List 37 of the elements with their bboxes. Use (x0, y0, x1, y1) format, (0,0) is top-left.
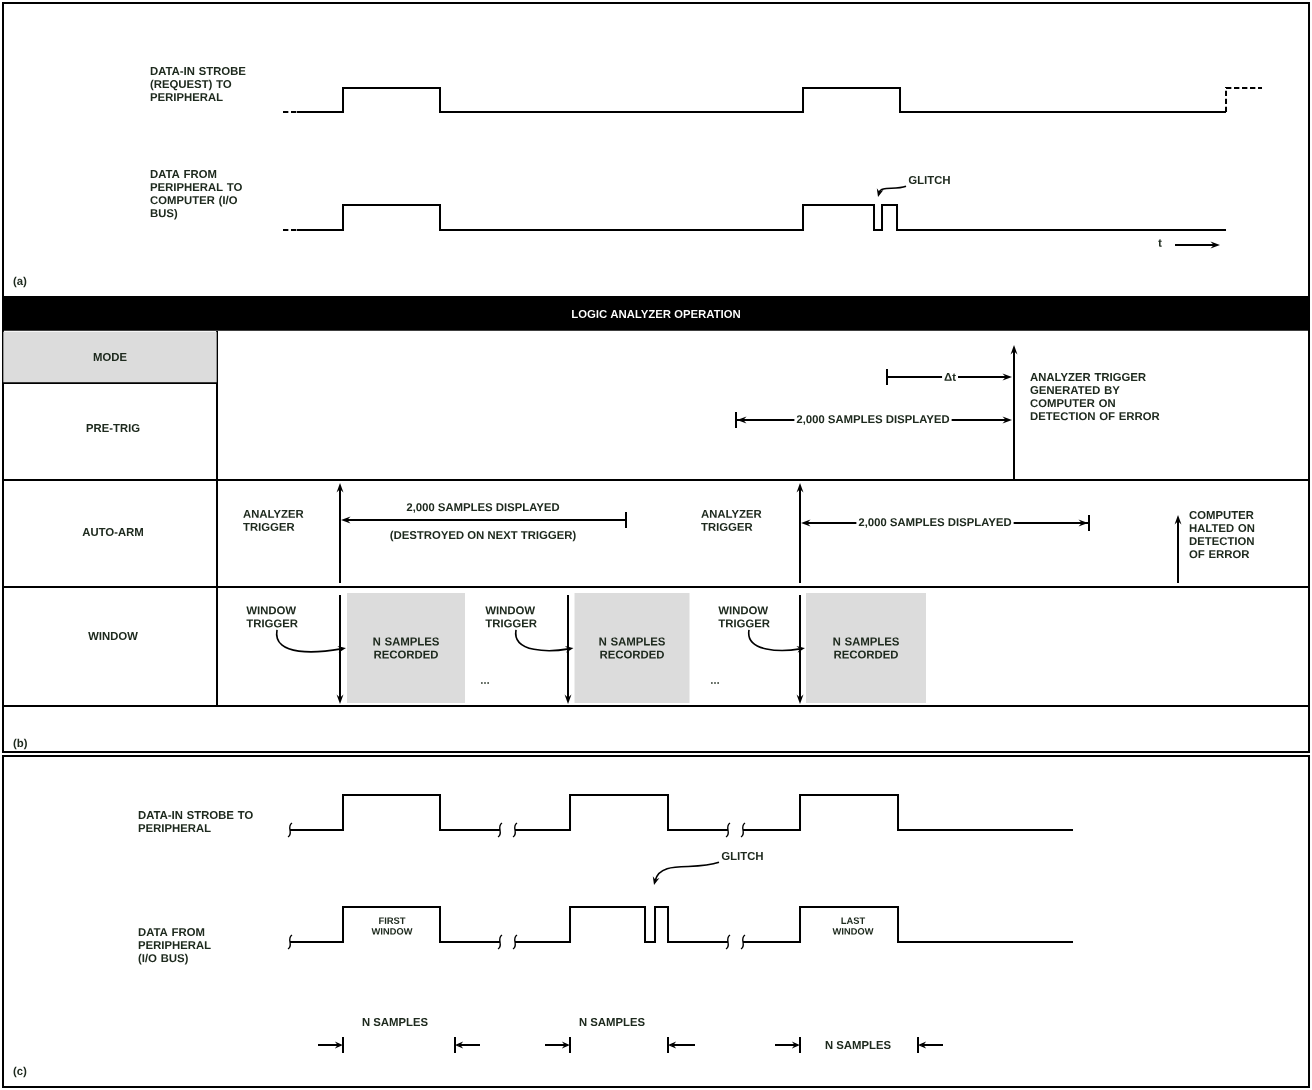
panel-label: (a) (13, 276, 27, 288)
recording-window: N SAMPLES RECORDED (806, 593, 926, 703)
annotation: GLITCH (908, 176, 950, 184)
annotation: ANALYZER TRIGGER (243, 510, 304, 531)
panel-label: (c) (13, 1066, 27, 1078)
annotation: (DESTROYED ON NEXT TRIGGER) (390, 530, 576, 542)
signal-name: DATA-IN STROBE (REQUEST) TO PERIPHERAL (150, 67, 246, 102)
annotation: WINDOW TRIGGER (246, 606, 298, 628)
annotation: GLITCH (721, 852, 763, 860)
row-header: WINDOW (88, 632, 138, 640)
dimension-text: Δt (942, 371, 958, 383)
pulse-label: LAST WINDOW (832, 917, 874, 935)
annotation: ANALYZER TRIGGER (701, 510, 762, 531)
ellipsis: ... (481, 682, 489, 684)
annotation: ANALYZER TRIGGER GENERATED BY COMPUTER ON DETECTION OF ERROR (1030, 373, 1160, 421)
signal-name: DATA FROM PERIPHERAL (I/O BUS) (138, 928, 211, 965)
title-bar: LOGIC ANALYZER OPERATION (2, 297, 1310, 331)
header-cell: MODE (3, 331, 217, 383)
row-header: AUTO-ARM (82, 528, 143, 536)
annotation: COMPUTER HALTED ON DETECTION OF ERROR (1189, 511, 1255, 559)
dimension-text: N SAMPLES (579, 1018, 645, 1026)
dimension-text: N SAMPLES (362, 1018, 428, 1026)
dimension-text: 2,000 SAMPLES DISPLAYED (856, 516, 1014, 530)
annotation: WINDOW TRIGGER (485, 606, 537, 628)
recording-window: N SAMPLES RECORDED (347, 593, 465, 703)
panel-label: (b) (13, 738, 27, 750)
recording-window: N SAMPLES RECORDED (574, 593, 690, 703)
ellipsis: ... (711, 682, 719, 684)
annotation: WINDOW TRIGGER (718, 606, 770, 628)
signal-name: DATA FROM PERIPHERAL TO COMPUTER (I/O BUS) (150, 170, 242, 220)
dimension-text: N SAMPLES (825, 1041, 891, 1049)
signal-name: DATA-IN STROBE TO PERIPHERAL (138, 811, 253, 832)
dimension-text: 2,000 SAMPLES DISPLAYED (794, 413, 952, 427)
row-header: PRE-TRIG (86, 424, 140, 432)
dimension-text: 2,000 SAMPLES DISPLAYED (406, 503, 560, 513)
pulse-label: FIRST WINDOW (371, 917, 413, 935)
axis-label: t (1158, 239, 1162, 247)
